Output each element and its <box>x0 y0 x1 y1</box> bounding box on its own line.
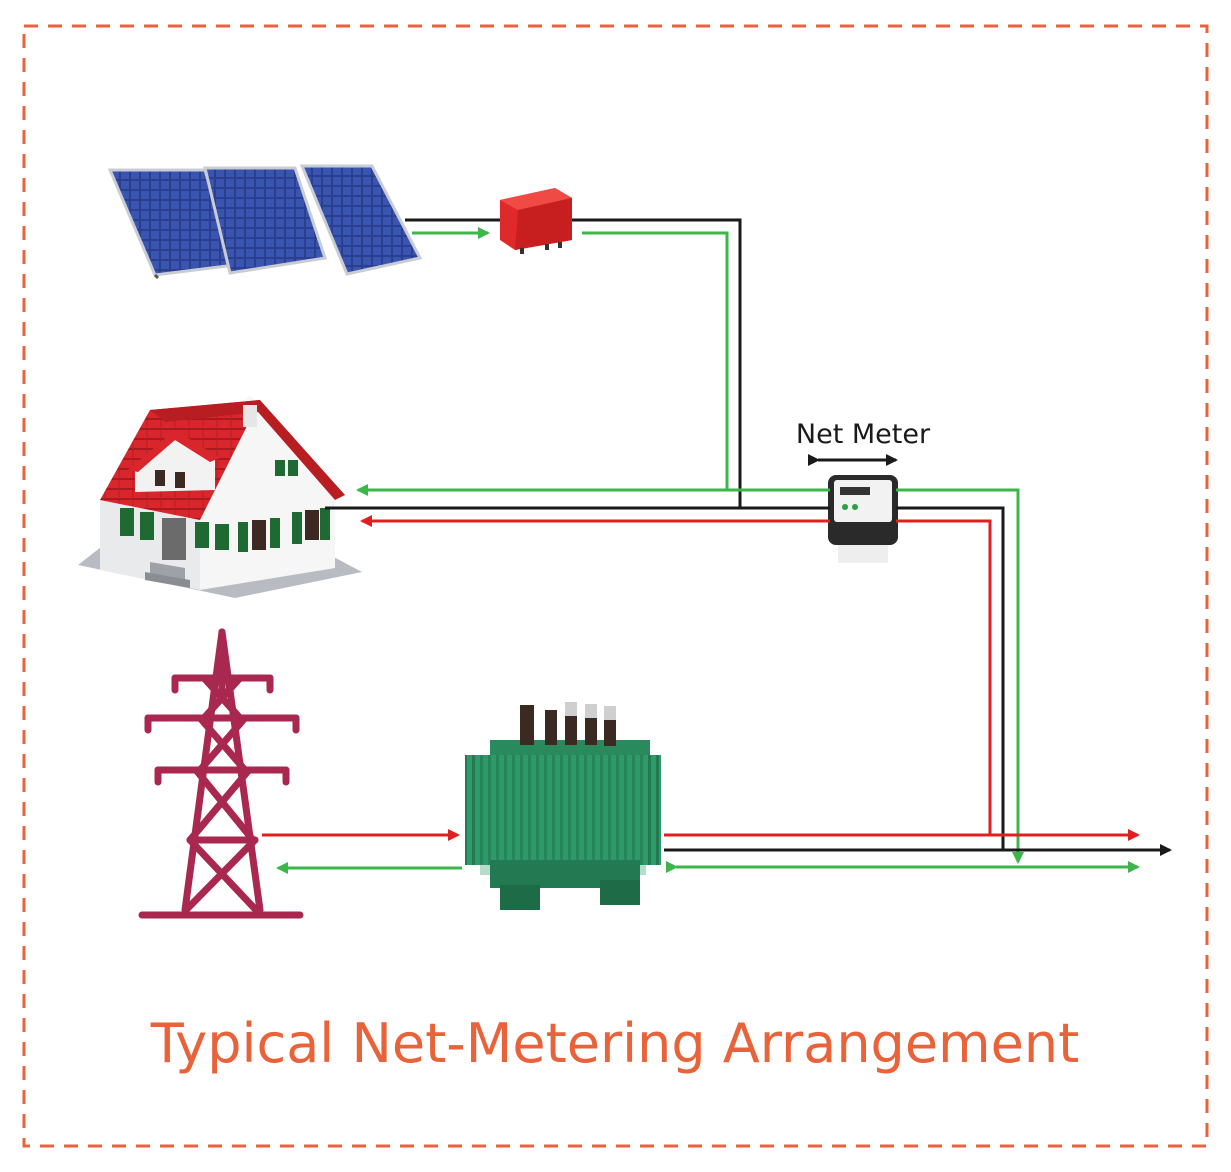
dashed-frame <box>22 24 1209 1148</box>
transformer-icon <box>465 702 661 910</box>
solar-panels-icon <box>107 164 423 280</box>
neutral-line-meter-right <box>896 506 1005 850</box>
wiring <box>262 218 1172 874</box>
house-icon <box>78 395 362 598</box>
net-meter-icon <box>828 475 898 563</box>
net-meter-label: Net Meter <box>796 419 931 450</box>
diagram-title: Typical Net-Metering Arrangement <box>150 1012 1080 1075</box>
neutral-line-inverter-down <box>572 218 742 508</box>
transmission-tower-icon <box>138 628 304 919</box>
export-line-meter-right <box>896 488 1024 864</box>
inverter-icon <box>500 188 572 254</box>
import-line-meter-right <box>896 519 992 835</box>
export-line-inverter-down <box>582 231 729 490</box>
